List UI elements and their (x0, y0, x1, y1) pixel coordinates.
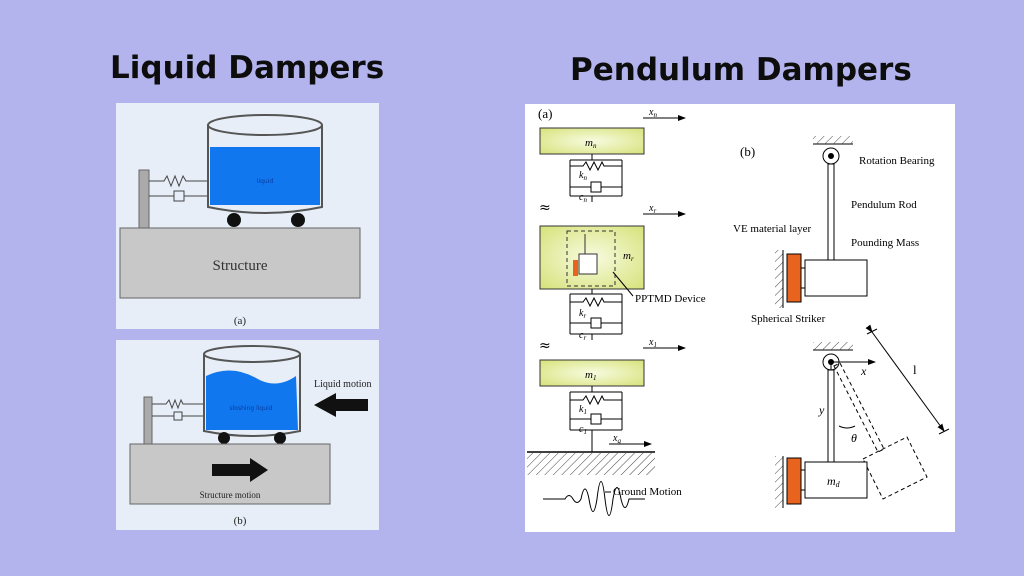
cr-label: cr (579, 330, 586, 342)
spring-dashpot-1 (569, 386, 623, 452)
wall-hatch (775, 456, 783, 508)
pptmd-device-label: PPTMD Device (635, 293, 706, 305)
wheel (291, 213, 305, 227)
wheel (218, 432, 230, 444)
wall-post (138, 169, 150, 231)
caption-a: (a) (234, 315, 247, 327)
pptmd-box (566, 230, 616, 287)
pendulum-dampers-heading: Pendulum Dampers (570, 52, 912, 88)
spherical-striker-label: Spherical Striker (751, 313, 826, 325)
mr-label: mr (623, 250, 634, 263)
tank-sloshing-label: sloshing liquid (230, 405, 273, 412)
theta-label: θ (851, 431, 857, 445)
sloshing-water (206, 370, 298, 430)
wall-post (143, 396, 153, 446)
kn-label: kn (579, 170, 587, 182)
pendulum-rod-rest (827, 369, 835, 463)
structure-motion-label: Structure motion (200, 490, 261, 500)
ground-motion-label: Ground Motion (613, 486, 682, 498)
spring (152, 398, 204, 410)
liquid-damper-figure-b: sloshing liquid Liquid motion Structure … (116, 340, 379, 530)
x-axis-label: x (860, 364, 867, 378)
x1-label: x1 (648, 337, 657, 349)
panel-a-label: (a) (538, 106, 552, 121)
y-axis-label: y (818, 403, 825, 417)
mn-label: mn (585, 137, 597, 150)
mass-m1 (539, 359, 645, 387)
mass-md-block (804, 461, 868, 499)
ground-motion-wave (543, 481, 645, 516)
xn-label: xn (648, 107, 657, 119)
length-dimension (865, 324, 945, 432)
tank (207, 125, 323, 214)
spring-dashpot-r (569, 289, 623, 340)
tank-rim (203, 345, 301, 363)
panel-b-label: (b) (740, 144, 755, 159)
wall-hatch (775, 250, 783, 308)
liquid-dampers-heading: Liquid Dampers (110, 50, 385, 86)
cn-label: cn (579, 192, 587, 204)
liquid-motion-label: Liquid motion (314, 379, 372, 390)
spring-dashpot-n (569, 154, 623, 202)
pendulum-rod-label: Pendulum Rod (851, 199, 917, 211)
wheel (227, 213, 241, 227)
break-symbol: ≈ (539, 200, 551, 216)
pendulum-damper-figure: (a) xn mn kn cn ≈ xr mr (525, 104, 955, 532)
pendulum-rod (827, 163, 835, 265)
pptmd-mass (578, 253, 598, 275)
md-label: md (827, 474, 841, 489)
pendulum-rod-swung (833, 362, 885, 453)
tank-rim (207, 114, 323, 136)
pptmd-striker (573, 260, 578, 276)
pounding-mass-label: Pounding Mass (851, 237, 919, 249)
m1-label: m1 (585, 369, 596, 382)
kr-label: kr (579, 308, 586, 320)
tank-liquid-label: liquid (257, 178, 274, 185)
break-symbol: ≈ (539, 338, 551, 354)
caption-b: (b) (234, 515, 247, 527)
liquid-motion-arrow (314, 393, 368, 417)
xg-label: xg (612, 433, 621, 445)
structure-label: Structure (213, 258, 268, 274)
pounding-mass-swung (862, 436, 928, 500)
wheel (274, 432, 286, 444)
dashpot (173, 411, 183, 421)
ve-material-layer (786, 457, 802, 505)
rotation-bearing-label: Rotation Bearing (859, 155, 935, 167)
spring (149, 174, 208, 188)
water (210, 147, 320, 205)
ve-material-layer (786, 253, 802, 303)
liquid-damper-figure-a: liquid Structure (a) (116, 103, 379, 329)
structure-block (119, 227, 361, 299)
dashpot (173, 190, 185, 202)
c1-label: c1 (579, 424, 587, 436)
pounding-mass-block (804, 259, 868, 297)
ve-layer-label: VE material layer (733, 223, 812, 235)
xr-label: xr (648, 203, 656, 215)
structure-motion-arrow (212, 458, 268, 482)
ground-hatch (527, 453, 655, 475)
k1-label: k1 (579, 404, 587, 416)
tank (203, 354, 301, 437)
length-label: l (913, 362, 917, 377)
